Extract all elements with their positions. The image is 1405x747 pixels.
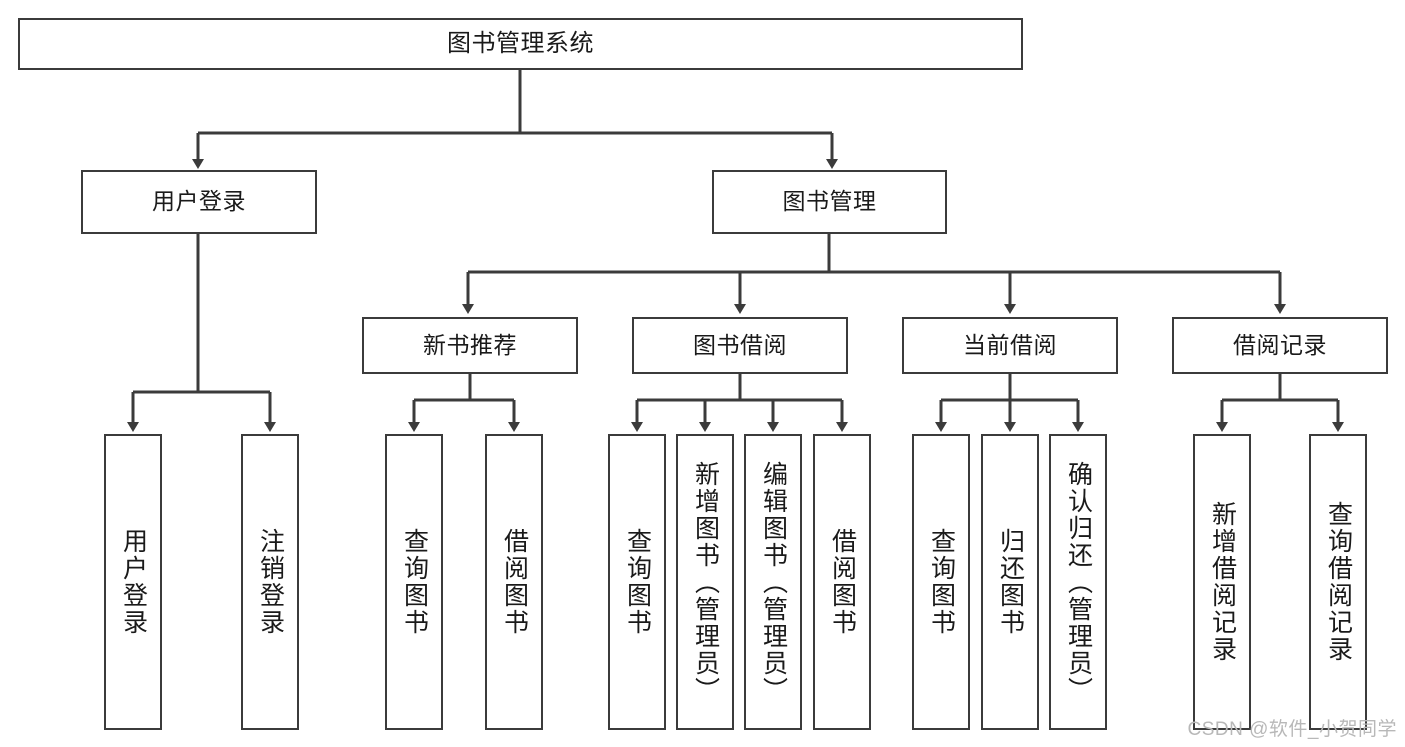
leaf-edit-book-admin-label: 编辑图书（管理员） <box>759 460 788 704</box>
leaf-borrow-book[interactable]: 借阅图书 <box>813 434 871 730</box>
node-borrow-record-label: 借阅记录 <box>1233 331 1327 358</box>
leaf-query-book-recommend-label: 查询图书 <box>400 528 429 636</box>
node-new-book-recommend-label: 新书推荐 <box>423 331 517 358</box>
leaf-query-book-borrow[interactable]: 查询图书 <box>608 434 666 730</box>
leaf-borrow-book-label: 借阅图书 <box>828 528 857 636</box>
leaf-confirm-return-admin[interactable]: 确认归还（管理员） <box>1049 434 1107 730</box>
leaf-borrow-book-recommend[interactable]: 借阅图书 <box>485 434 543 730</box>
node-book-management[interactable]: 图书管理 <box>712 170 947 234</box>
leaf-add-borrow-record[interactable]: 新增借阅记录 <box>1193 434 1251 730</box>
leaf-query-borrow-record-label: 查询借阅记录 <box>1324 501 1353 663</box>
leaf-user-login[interactable]: 用户登录 <box>104 434 162 730</box>
node-book-borrow-label: 图书借阅 <box>693 331 787 358</box>
leaf-return-book[interactable]: 归还图书 <box>981 434 1039 730</box>
node-user-login-label: 用户登录 <box>152 188 246 215</box>
leaf-logout-label: 注销登录 <box>256 528 285 636</box>
node-book-borrow[interactable]: 图书借阅 <box>632 317 848 374</box>
node-user-login[interactable]: 用户登录 <box>81 170 317 234</box>
leaf-logout[interactable]: 注销登录 <box>241 434 299 730</box>
node-current-borrow-label: 当前借阅 <box>963 331 1057 358</box>
leaf-query-book-current[interactable]: 查询图书 <box>912 434 970 730</box>
leaf-return-book-label: 归还图书 <box>996 528 1025 636</box>
leaf-query-book-current-label: 查询图书 <box>927 528 956 636</box>
watermark: CSDN @软件_小贺同学 <box>1187 719 1397 740</box>
node-new-book-recommend[interactable]: 新书推荐 <box>362 317 578 374</box>
node-current-borrow[interactable]: 当前借阅 <box>902 317 1118 374</box>
leaf-add-book-admin[interactable]: 新增图书（管理员） <box>676 434 734 730</box>
leaf-user-login-label: 用户登录 <box>119 528 148 636</box>
node-borrow-record[interactable]: 借阅记录 <box>1172 317 1388 374</box>
leaf-query-book-recommend[interactable]: 查询图书 <box>385 434 443 730</box>
node-book-management-label: 图书管理 <box>782 188 877 215</box>
leaf-confirm-return-admin-label: 确认归还（管理员） <box>1064 460 1093 704</box>
leaf-add-borrow-record-label: 新增借阅记录 <box>1208 501 1237 663</box>
node-root[interactable]: 图书管理系统 <box>18 18 1023 70</box>
leaf-edit-book-admin[interactable]: 编辑图书（管理员） <box>744 434 802 730</box>
leaf-query-book-borrow-label: 查询图书 <box>623 528 652 636</box>
leaf-borrow-book-recommend-label: 借阅图书 <box>500 528 529 636</box>
node-root-label: 图书管理系统 <box>447 29 594 57</box>
leaf-add-book-admin-label: 新增图书（管理员） <box>691 460 720 704</box>
leaf-query-borrow-record[interactable]: 查询借阅记录 <box>1309 434 1367 730</box>
